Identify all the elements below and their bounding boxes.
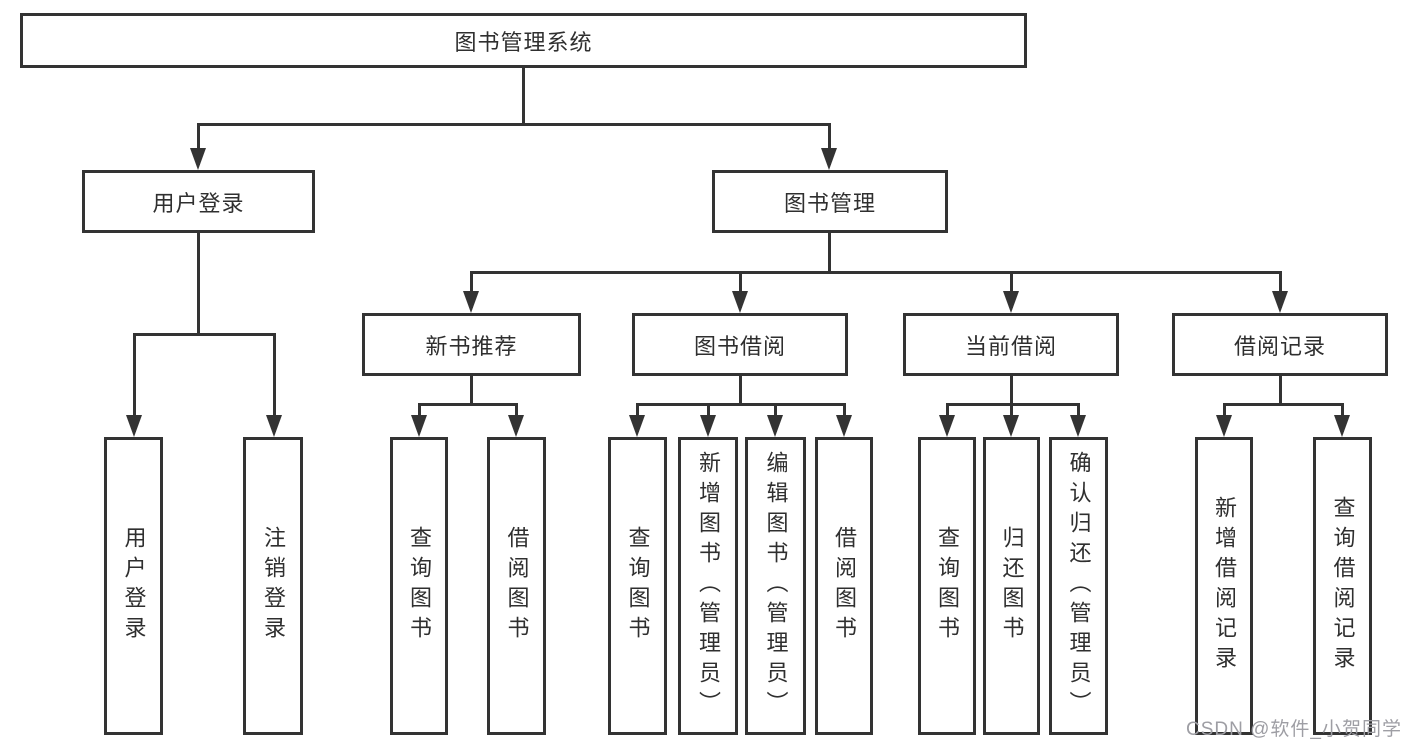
connector-drop xyxy=(1279,271,1282,308)
node-label: 图书借阅 xyxy=(693,333,786,359)
connector-splitter xyxy=(1223,403,1344,406)
connector-splitter xyxy=(133,333,276,336)
connector-drop xyxy=(707,403,710,432)
leaf-current-confirm-return-admin: 确认归还（管理员） xyxy=(1049,437,1108,735)
leaf-records-add-record: 新增借阅记录 xyxy=(1195,437,1253,735)
connector-stem xyxy=(522,68,525,126)
connector-splitter xyxy=(418,403,518,406)
node-label: 查询图书 xyxy=(935,526,960,646)
leaf-borrow-borrow-books: 借阅图书 xyxy=(815,437,873,735)
connector-stem xyxy=(1279,376,1282,406)
csdn-watermark: CSDN @软件_小贺同学 xyxy=(1186,719,1402,740)
node-label: 借阅图书 xyxy=(832,526,857,646)
connector-drop xyxy=(739,271,742,308)
leaf-borrow-add-books-admin: 新增图书（管理员） xyxy=(678,437,738,735)
node-label: 归还图书 xyxy=(999,526,1025,646)
node-new-book-recommend: 新书推荐 xyxy=(362,313,581,376)
connector-stem xyxy=(197,233,200,336)
node-label: 新增借阅记录 xyxy=(1212,496,1237,676)
leaf-logout: 注销登录 xyxy=(243,437,303,735)
connector-splitter xyxy=(946,403,1080,406)
connector-drop xyxy=(418,403,421,432)
leaf-recommend-borrow-books: 借阅图书 xyxy=(487,437,546,735)
node-label: 新增图书（管理员） xyxy=(696,451,721,721)
connector-drop xyxy=(636,403,639,432)
node-label: 查询图书 xyxy=(407,526,432,646)
connector-drop xyxy=(828,123,831,165)
leaf-records-query-record: 查询借阅记录 xyxy=(1313,437,1372,735)
node-label: 图书管理系统 xyxy=(454,29,593,55)
node-label: 借阅记录 xyxy=(1233,333,1326,359)
connector-drop xyxy=(774,403,777,432)
node-label: 借阅图书 xyxy=(504,526,530,646)
leaf-borrow-query-books: 查询图书 xyxy=(608,437,667,735)
node-label: 用户登录 xyxy=(152,190,245,216)
node-library-system: 图书管理系统 xyxy=(20,13,1027,68)
node-label: 图书管理 xyxy=(783,190,876,216)
connector-drop xyxy=(470,271,473,308)
leaf-recommend-query-books: 查询图书 xyxy=(390,437,448,735)
connector-stem xyxy=(1010,376,1013,406)
leaf-current-query-books: 查询图书 xyxy=(918,437,976,735)
connector-stem xyxy=(470,376,473,406)
connector-drop xyxy=(843,403,846,432)
leaf-user-login: 用户登录 xyxy=(104,437,163,735)
connector-drop xyxy=(1010,403,1013,432)
node-label: 用户登录 xyxy=(121,526,147,646)
node-user-login: 用户登录 xyxy=(82,170,315,233)
connector-stem xyxy=(739,376,742,406)
connector-drop xyxy=(515,403,518,432)
connector-splitter xyxy=(470,271,1282,274)
connector-drop xyxy=(1223,403,1226,432)
leaf-current-return-books: 归还图书 xyxy=(983,437,1040,735)
leaf-borrow-edit-books-admin: 编辑图书（管理员） xyxy=(745,437,806,735)
node-borrow-records: 借阅记录 xyxy=(1172,313,1388,376)
connector-drop xyxy=(1341,403,1344,432)
node-current-borrow: 当前借阅 xyxy=(903,313,1119,376)
connector-drop xyxy=(1010,271,1013,308)
connector-drop xyxy=(946,403,949,432)
connector-drop xyxy=(273,333,276,432)
node-label: 编辑图书（管理员） xyxy=(763,451,789,721)
connector-splitter xyxy=(197,123,831,126)
node-book-borrow: 图书借阅 xyxy=(632,313,848,376)
connector-drop xyxy=(1077,403,1080,432)
node-label: 新书推荐 xyxy=(425,333,518,359)
connector-stem xyxy=(828,233,831,274)
connector-drop xyxy=(133,333,136,432)
node-label: 注销登录 xyxy=(261,526,286,646)
node-label: 当前借阅 xyxy=(964,333,1057,359)
node-book-management: 图书管理 xyxy=(712,170,948,233)
node-label: 查询借阅记录 xyxy=(1330,496,1356,676)
connector-drop xyxy=(197,123,200,165)
node-label: 确认归还（管理员） xyxy=(1066,451,1092,721)
node-label: 查询图书 xyxy=(625,526,651,646)
